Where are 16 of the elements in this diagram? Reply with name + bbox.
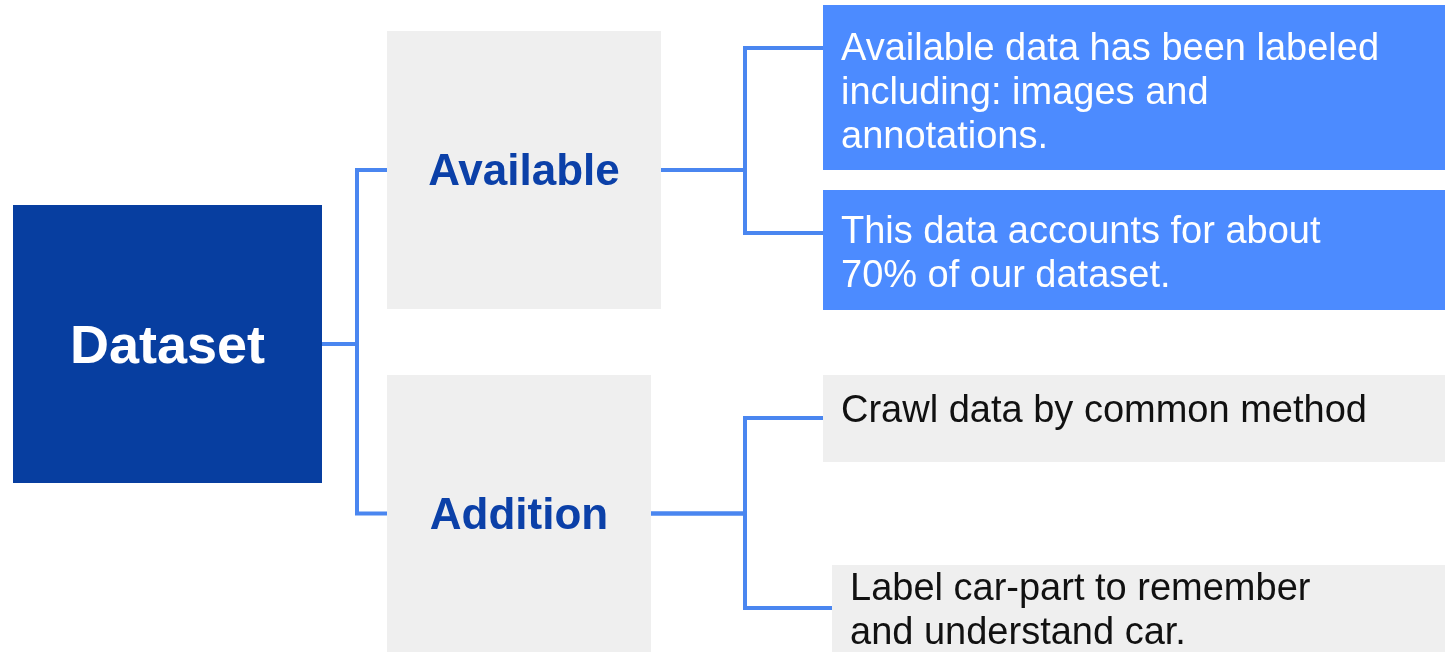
description-text: Label car-part to remember and understand car. — [850, 565, 1312, 652]
connector-line — [661, 168, 823, 235]
connector-line — [651, 511, 832, 610]
description-box — [823, 190, 1445, 310]
node-title: Dataset — [69, 313, 266, 375]
dataset-box — [13, 205, 322, 483]
category-box — [387, 31, 661, 309]
description-text: Available data has been labeled including: images and annotations. — [841, 25, 1381, 158]
category-box — [387, 375, 651, 652]
description-box — [823, 375, 1445, 462]
description-box — [823, 5, 1445, 170]
description-text: This data accounts for about 70% of our dataset. — [841, 208, 1322, 297]
node-title: Available — [428, 145, 620, 195]
description-text: Crawl data by common method — [841, 387, 1367, 432]
description-box — [832, 565, 1445, 652]
node-title: Addition — [429, 488, 609, 539]
